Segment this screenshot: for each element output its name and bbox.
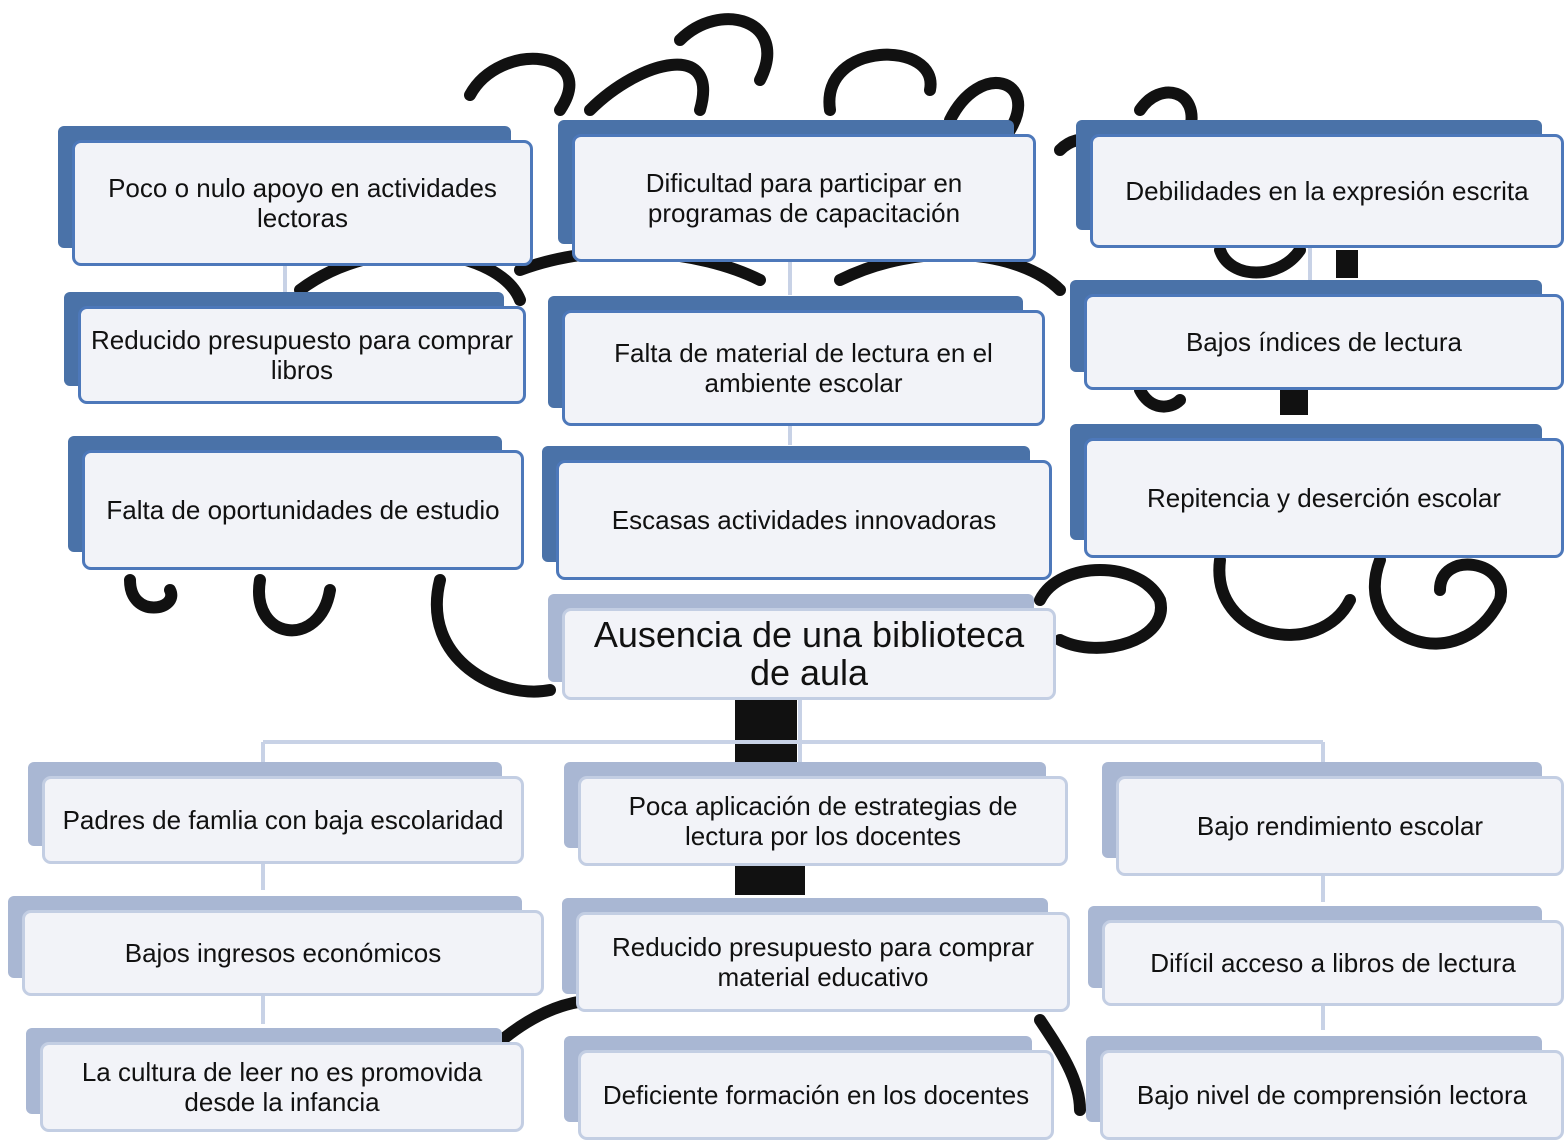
- cause-box-card: Poca aplicación de estrategias de lectur…: [578, 776, 1068, 866]
- central-problem-box: Ausencia de una biblioteca de aula: [548, 594, 1056, 700]
- cause-box: Reducido presupuesto para comprar materi…: [562, 898, 1070, 1012]
- cause-box-card: Padres de famlia con baja escolaridad: [42, 776, 524, 864]
- cause-box: Bajos ingresos económicos: [8, 896, 544, 996]
- cause-label: La cultura de leer no es promovida desde…: [81, 1057, 483, 1117]
- cause-box: Bajo rendimiento escolar: [1102, 762, 1564, 876]
- cause-box: Deficiente formación en los docentes: [564, 1036, 1054, 1140]
- effect-box: Reducido presupuesto para comprar libros: [64, 292, 526, 404]
- effect-box-card: Bajos índices de lectura: [1084, 294, 1564, 390]
- cause-label: Poca aplicación de estrategias de lectur…: [628, 791, 1018, 851]
- effect-box: Debilidades en la expresión escrita: [1076, 120, 1564, 248]
- cause-box-card: Bajo nivel de comprensión lectora: [1100, 1050, 1564, 1140]
- effect-label: Bajos índices de lectura: [1185, 327, 1463, 357]
- cause-box: Padres de famlia con baja escolaridad: [28, 762, 524, 864]
- effect-label: Falta de material de lectura en el ambie…: [614, 338, 993, 398]
- cause-label: Difícil acceso a libros de lectura: [1150, 948, 1516, 978]
- cause-box-card: Bajos ingresos económicos: [22, 910, 544, 996]
- cause-label: Bajo nivel de comprensión lectora: [1136, 1080, 1528, 1110]
- effect-box-card: Reducido presupuesto para comprar libros: [78, 306, 526, 404]
- cause-box: Bajo nivel de comprensión lectora: [1086, 1036, 1564, 1140]
- effect-box: Repitencia y deserción escolar: [1070, 424, 1564, 558]
- cause-box: Poca aplicación de estrategias de lectur…: [564, 762, 1068, 866]
- cause-box: La cultura de leer no es promovida desde…: [26, 1028, 524, 1132]
- effect-label: Poco o nulo apoyo en actividades lectora…: [108, 173, 497, 233]
- effect-label: Dificultad para participar en programas …: [645, 168, 963, 228]
- effect-box: Dificultad para participar en programas …: [558, 120, 1036, 262]
- effect-label: Debilidades en la expresión escrita: [1125, 176, 1529, 206]
- cause-label: Deficiente formación en los docentes: [602, 1080, 1030, 1110]
- cause-label: Bajo rendimiento escolar: [1196, 811, 1484, 841]
- effect-box-card: Repitencia y deserción escolar: [1084, 438, 1564, 558]
- effect-box-card: Escasas actividades innovadoras: [556, 460, 1052, 580]
- cause-label: Reducido presupuesto para comprar materi…: [611, 932, 1035, 992]
- cause-label: Bajos ingresos económicos: [124, 938, 442, 968]
- cause-box: Difícil acceso a libros de lectura: [1088, 906, 1564, 1006]
- effect-box-card: Poco o nulo apoyo en actividades lectora…: [72, 140, 533, 266]
- effect-box: Falta de material de lectura en el ambie…: [548, 296, 1045, 426]
- cause-box-card: La cultura de leer no es promovida desde…: [40, 1042, 524, 1132]
- cause-box-card: Difícil acceso a libros de lectura: [1102, 920, 1564, 1006]
- cause-box-card: Deficiente formación en los docentes: [578, 1050, 1054, 1140]
- effect-box: Escasas actividades innovadoras: [542, 446, 1052, 580]
- effect-box: Poco o nulo apoyo en actividades lectora…: [58, 126, 533, 266]
- central-problem-label: Ausencia de una biblioteca de aula: [593, 614, 1025, 693]
- cause-label: Padres de famlia con baja escolaridad: [62, 805, 504, 835]
- effect-label: Reducido presupuesto para comprar libros: [90, 325, 514, 385]
- effect-label: Escasas actividades innovadoras: [611, 505, 997, 535]
- cause-box-card: Bajo rendimiento escolar: [1116, 776, 1564, 876]
- effect-box-card: Falta de oportunidades de estudio: [82, 450, 524, 570]
- cause-box-card: Reducido presupuesto para comprar materi…: [576, 912, 1070, 1012]
- effect-box: Bajos índices de lectura: [1070, 280, 1564, 390]
- central-problem-card: Ausencia de una biblioteca de aula: [562, 608, 1056, 700]
- effect-label: Falta de oportunidades de estudio: [106, 495, 500, 525]
- effect-box: Falta de oportunidades de estudio: [68, 436, 524, 570]
- effect-box-card: Dificultad para participar en programas …: [572, 134, 1036, 262]
- effect-label: Repitencia y deserción escolar: [1146, 483, 1502, 513]
- effect-box-card: Debilidades en la expresión escrita: [1090, 134, 1564, 248]
- effect-box-card: Falta de material de lectura en el ambie…: [562, 310, 1045, 426]
